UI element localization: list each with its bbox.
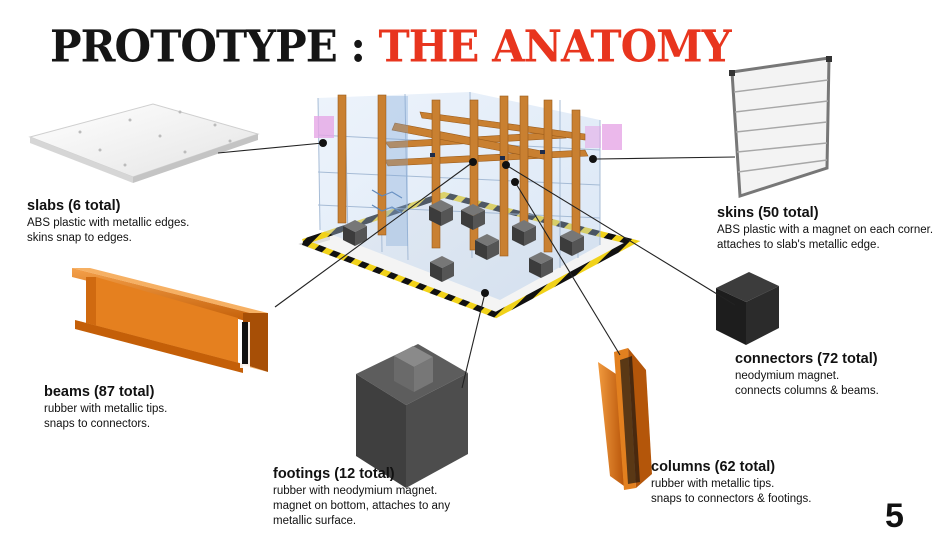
caption-columns: columns (62 total) rubber with metallic … (651, 458, 811, 507)
footings-line-1: rubber with neodymium magnet. (273, 485, 438, 497)
columns-line-1: rubber with metallic tips. (651, 478, 775, 490)
caption-slabs: slabs (6 total) ABS plastic with metalli… (27, 197, 189, 246)
skins-line-1: ABS plastic with a magnet on each corner… (717, 224, 934, 236)
slide-title: PROTOTYPE : THE ANATOMY (50, 20, 732, 73)
caption-beams: beams (87 total) rubber with metallic ti… (44, 383, 167, 432)
skin-image (729, 56, 832, 199)
caption-connectors: connectors (72 total) neodymium magnet. … (735, 350, 879, 399)
footings-heading: footings (12 total) (273, 466, 395, 482)
footing-image (356, 344, 468, 488)
slabs-line-1: ABS plastic with metallic edges. (27, 217, 190, 229)
beam-leader (274, 161, 474, 308)
beams-heading: beams (87 total) (44, 384, 155, 400)
slab-leader (217, 142, 324, 154)
footings-line-3: metallic surface. (273, 515, 357, 527)
skin-leader (596, 156, 736, 160)
title-prefix: PROTOTYPE : (50, 20, 379, 73)
column-leader (514, 181, 621, 356)
caption-footings: footings (12 total) rubber with neodymiu… (273, 465, 450, 529)
column-image (598, 348, 652, 490)
connectors-line-1: neodymium magnet. (735, 370, 840, 382)
beams-line-2: snaps to connectors. (44, 418, 151, 430)
columns-heading: columns (62 total) (651, 459, 776, 475)
beams-line-1: rubber with metallic tips. (44, 403, 168, 415)
caption-skins: skins (50 total) ABS plastic with a magn… (717, 204, 933, 253)
connectors-heading: connectors (72 total) (735, 351, 878, 367)
leader-dots (319, 139, 597, 297)
footing-leader (461, 292, 486, 389)
building-model (298, 91, 641, 319)
slabs-heading: slabs (6 total) (27, 198, 121, 214)
slab-image (28, 103, 260, 183)
page-number: 5 (885, 497, 904, 535)
skins-heading: skins (50 total) (717, 205, 819, 221)
slabs-line-2: skins snap to edges. (27, 232, 132, 244)
skins-line-2: attaches to slab's metallic edge. (717, 239, 880, 251)
connector-leader (505, 164, 736, 306)
footings-line-2: magnet on bottom, attaches to any (273, 500, 451, 512)
leader-lines (217, 142, 736, 389)
title-accent: THE ANATOMY (378, 20, 732, 73)
connector-image (716, 272, 779, 345)
connectors-line-2: connects columns & beams. (735, 385, 879, 397)
beam-image (72, 268, 268, 373)
columns-line-2: snaps to connectors & footings. (651, 493, 812, 505)
